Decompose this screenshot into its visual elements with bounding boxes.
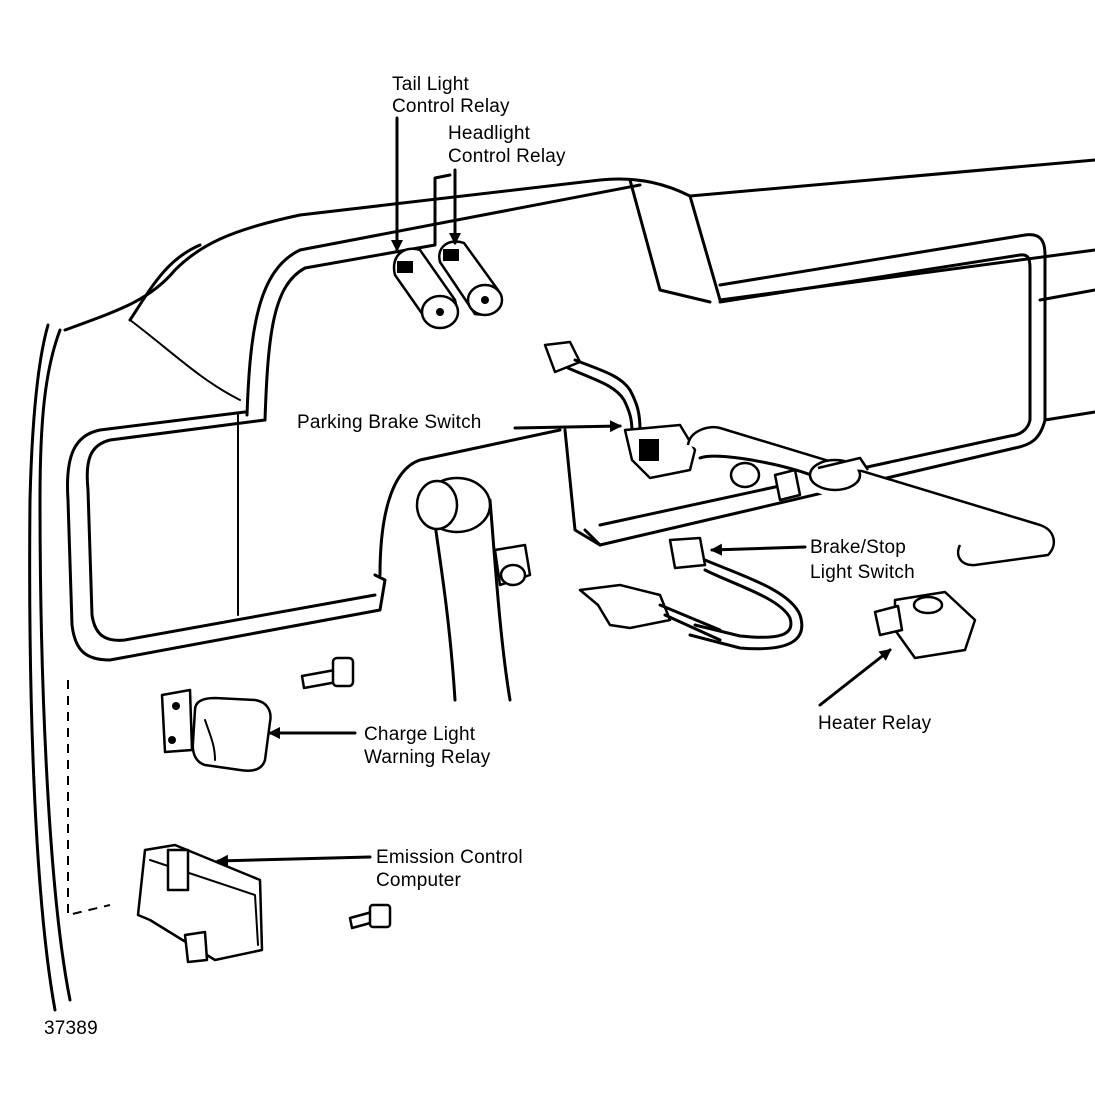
figure-number: 37389 xyxy=(44,1018,98,1039)
brake-stop-switch xyxy=(578,536,804,651)
bolt-upper xyxy=(300,656,355,690)
charge-light-relay-label-line2: Warning Relay xyxy=(364,747,491,768)
headlight-relay-label-line2: Control Relay xyxy=(448,146,566,167)
emission-computer-part xyxy=(136,843,264,964)
emission-computer-label-line1: Emission Control xyxy=(376,847,523,868)
charge-relay-part xyxy=(160,688,272,772)
emission-computer-label-line2: Computer xyxy=(376,870,462,891)
round-relays xyxy=(392,240,504,330)
parking-brake-switch-label: Parking Brake Switch xyxy=(297,412,482,433)
brake-stop-switch-label-line2: Light Switch xyxy=(810,562,915,583)
bolt-lower xyxy=(348,903,392,930)
charge-light-relay-label-line1: Charge Light xyxy=(364,724,476,745)
instrument-trim xyxy=(65,173,1095,662)
kick-panel-outline xyxy=(28,323,111,1012)
tail-light-relay-label-line1: Tail Light xyxy=(392,74,469,95)
heater-relay-label: Heater Relay xyxy=(818,713,932,734)
heater-relay-part xyxy=(873,590,977,660)
steering-support xyxy=(378,428,562,702)
dash-top-outline xyxy=(63,158,1095,401)
brake-stop-switch-label-line1: Brake/Stop xyxy=(810,537,906,558)
leader-arrows xyxy=(216,116,892,867)
headlight-relay-label-line1: Headlight xyxy=(448,123,531,144)
parking-brake-assembly xyxy=(543,340,1056,567)
tail-light-relay-label-line2: Control Relay xyxy=(392,96,510,117)
